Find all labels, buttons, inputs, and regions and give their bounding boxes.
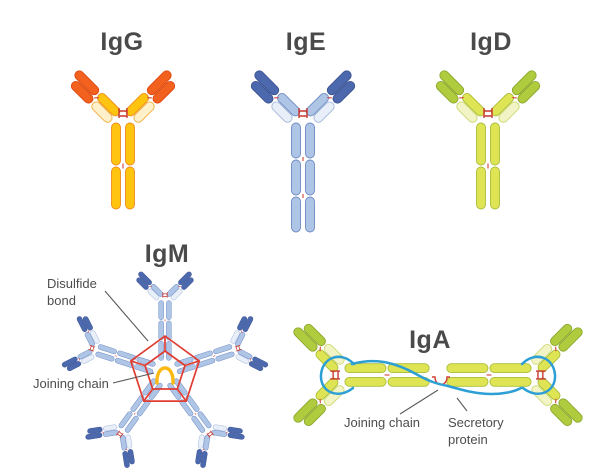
igm-pentamer: [59, 271, 271, 473]
igm-joining-chain-leader-line: [112, 372, 155, 384]
igm-title: IgM: [145, 240, 190, 268]
disulfide-bond-label-line1: Disulfide: [47, 276, 97, 291]
igd-title: IgD: [470, 28, 512, 56]
disulfide-bond-label-line2: bond: [47, 293, 76, 308]
disulfide-bond-leader-line: [104, 290, 149, 342]
igm-joining-chain: [155, 366, 175, 385]
secretory-protein-leader-line: [456, 397, 468, 412]
igm-joining-chain-label: Joining chain: [33, 376, 109, 391]
igg-title: IgG: [100, 28, 143, 56]
ige-antibody: [246, 69, 360, 232]
igg-antibody: [66, 69, 180, 209]
igd-antibody: [431, 69, 545, 209]
secretory-protein-label-line2: protein: [448, 432, 488, 447]
secretory-protein-label-line1: Secretory: [448, 415, 504, 430]
secretory-protein-curve: [319, 355, 557, 396]
disulfide-bond-pentagon: [129, 334, 201, 402]
igm-monomer-3: [146, 363, 250, 472]
iga-joining-chain-leader-line: [399, 389, 439, 415]
iga-title: IgA: [409, 326, 451, 354]
ige-title: IgE: [286, 28, 326, 56]
iga-dimer: [292, 319, 584, 431]
iga-joining-chain-label: Joining chain: [344, 415, 420, 430]
